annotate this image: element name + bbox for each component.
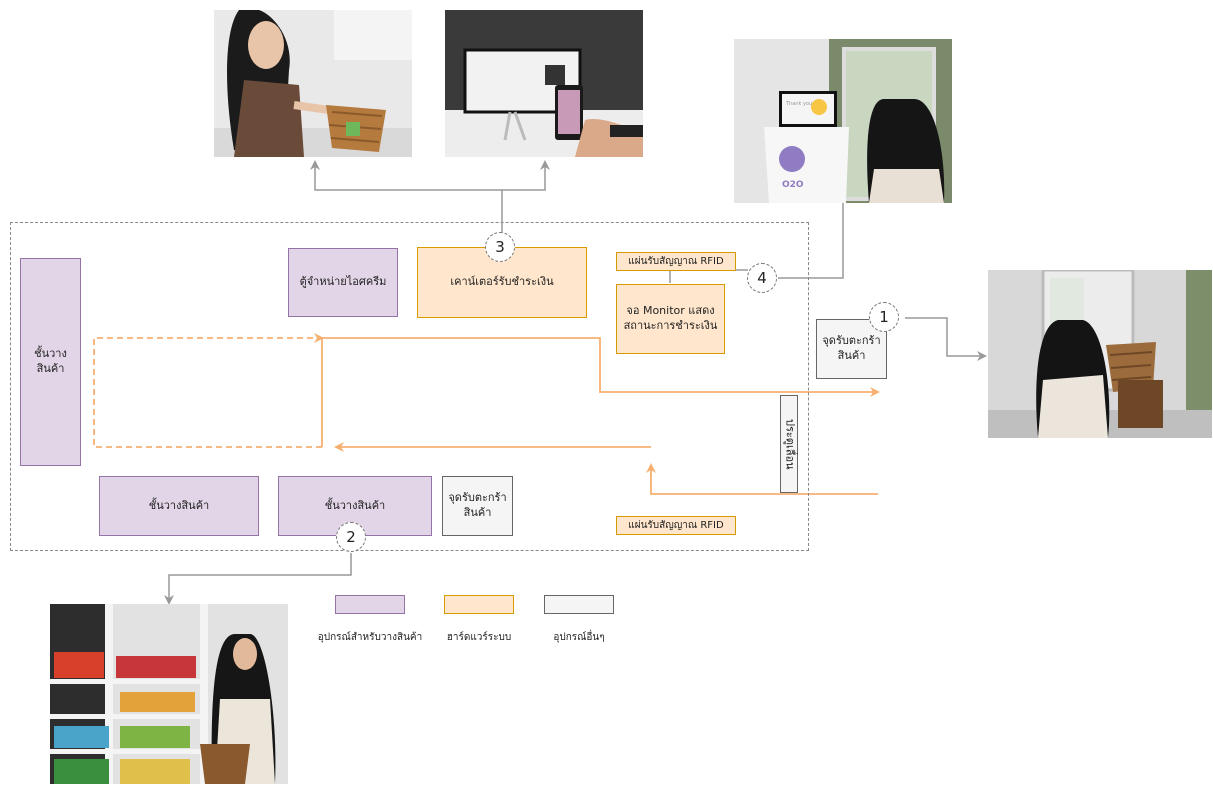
marker-1: 1 — [869, 302, 899, 332]
photo-customer-basket — [214, 10, 412, 157]
kiosk-logo: O2O — [782, 180, 804, 190]
legend-label-hardware: ฮาร์ดแวร์ระบบ — [446, 632, 512, 643]
rfid-pad-bottom: แผ่นรับสัญญาณ RFID — [616, 516, 736, 535]
flow-dashed — [93, 333, 324, 448]
marker-2: 2 — [336, 522, 366, 552]
connector-4-to-photo — [778, 190, 848, 279]
checkout-counter: เคาน์เตอร์รับชำระเงิน — [417, 247, 587, 318]
connector-3-to-photos — [310, 160, 503, 232]
photo-shelf-shopping — [50, 604, 288, 784]
legend-swatch-other — [544, 595, 614, 614]
marker-4: 4 — [747, 263, 777, 293]
photo-shelf-shopping-illustration — [50, 604, 288, 784]
rfid-pad-top: แผ่นรับสัญญาณ RFID — [616, 252, 736, 271]
sliding-door: ประตูเลื่อน — [780, 395, 798, 493]
legend-label-other: อุปกรณ์อื่นๆ — [553, 632, 605, 643]
photo-payment-kiosk: Thank you O2O — [734, 39, 952, 203]
legend-swatch-hardware — [444, 595, 514, 614]
photo-basket-pickup — [988, 270, 1212, 438]
sliding-door-label: ประตูเลื่อน — [783, 418, 797, 470]
connector-3-to-photo-2 — [502, 160, 550, 191]
photo-customer-basket-illustration — [214, 10, 412, 157]
legend-swatch-shelf — [335, 595, 405, 614]
payment-status-monitor: จอ Monitor แสดง สถานะการชำระเงิน — [616, 284, 725, 354]
photo-checkout-qr — [445, 10, 643, 157]
marker-3: 3 — [485, 232, 515, 262]
store-floor-outline — [10, 222, 809, 551]
photo-payment-kiosk-illustration: Thank you O2O — [734, 39, 952, 203]
ice-cream-cabinet: ตู้จำหน่ายไอศครีม — [288, 248, 398, 317]
basket-point-outside: จุดรับตะกร้า สินค้า — [816, 319, 887, 379]
shelf-left: ชั้นวาง สินค้า — [20, 258, 81, 466]
connector-2-to-photo — [164, 553, 352, 605]
photo-basket-pickup-illustration — [988, 270, 1212, 438]
basket-point-inside: จุดรับตะกร้า สินค้า — [442, 476, 513, 536]
shelf-bottom-1: ชั้นวางสินค้า — [99, 476, 259, 536]
connector-1-to-photo — [905, 317, 987, 361]
flow-enter — [646, 463, 878, 495]
photo-checkout-qr-illustration — [445, 10, 643, 157]
flow-main — [321, 337, 880, 447]
kiosk-screen-title: Thank you — [785, 101, 812, 107]
legend-label-shelf: อุปกรณ์สำหรับวางสินค้า — [317, 632, 423, 643]
